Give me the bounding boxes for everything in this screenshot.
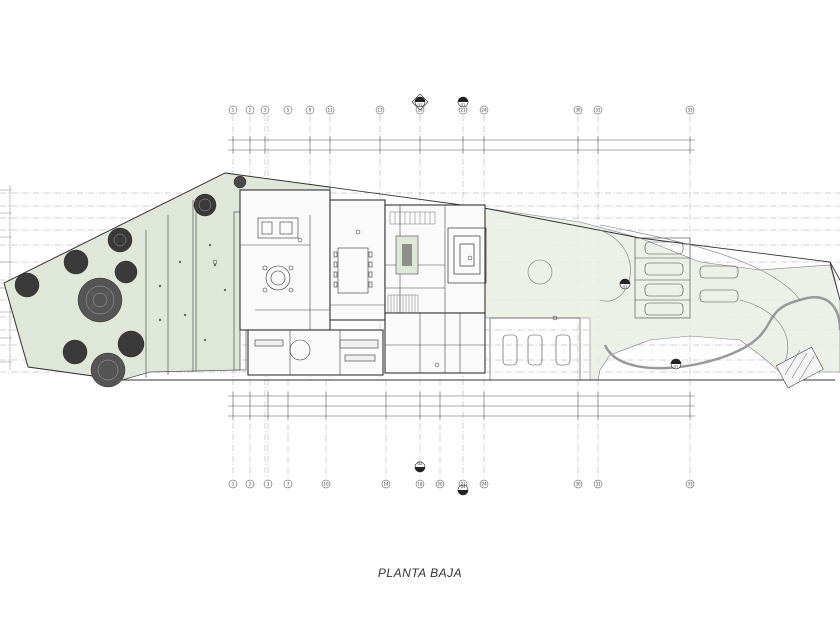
grid-bubbles-top	[228, 105, 695, 115]
svg-text:04: 04	[460, 484, 466, 489]
tree	[114, 260, 138, 284]
grid-num-bottom: 1	[232, 482, 235, 487]
car	[644, 262, 684, 276]
grid-numbers-top: 1 2 3 5 9 11 13 19 21 24 30 31 33	[232, 108, 693, 113]
house-walls	[239, 189, 486, 376]
grid-num-bottom: 2	[249, 482, 252, 487]
car	[644, 241, 684, 255]
dining-table	[333, 247, 373, 294]
tree	[77, 277, 123, 323]
grid-num-top: 3	[264, 108, 267, 113]
top-dimension-chain	[228, 136, 695, 154]
tree	[63, 249, 89, 275]
svg-text:02: 02	[417, 461, 423, 466]
floor-plan-drawing: 1 2 3 5 9 11 13 19 21 24 30 31 33 5 1 2 …	[0, 93, 840, 496]
grid-num-bottom: 24	[481, 482, 487, 487]
garden-plants	[158, 243, 227, 342]
bottom-dimension-chain	[228, 392, 695, 420]
tree	[62, 339, 88, 365]
garage	[489, 317, 581, 381]
entry-ramp	[775, 346, 824, 389]
section-marker-top-1: 02	[411, 93, 429, 111]
level-marks	[212, 229, 558, 368]
svg-text:02: 02	[460, 103, 466, 108]
grid-num-top: 1	[232, 108, 235, 113]
grid-num-top: 21	[460, 108, 466, 113]
grid-num-top: 31	[595, 108, 601, 113]
section-marker-top-2: 02	[457, 96, 469, 108]
section-marker-drive-2: 01	[670, 358, 682, 370]
grid-num-top: 11	[327, 108, 333, 113]
grid-num-top: 5	[287, 108, 290, 113]
section-marker-drive: 03	[619, 278, 631, 290]
car	[699, 265, 739, 279]
tree	[193, 193, 217, 217]
car	[699, 289, 739, 303]
section-marker-bottom-2: 04	[457, 484, 469, 496]
grid-bubbles-bottom	[228, 479, 695, 489]
grid-num-bottom: 21	[460, 482, 466, 487]
courtyard-planter	[402, 244, 412, 266]
section-marker-bottom-1: 02	[414, 461, 426, 473]
grid-num-top: 30	[575, 108, 581, 113]
living-seating	[257, 217, 311, 361]
grid-num-top: 2	[249, 108, 252, 113]
entry-ramp-lines	[784, 349, 815, 382]
grid-num-bottom: 3	[267, 482, 270, 487]
grid-num-bottom: 10	[323, 482, 329, 487]
garden-strip-right	[483, 207, 840, 381]
car	[644, 283, 684, 297]
tree	[107, 227, 133, 253]
left-dimension-ticks	[0, 185, 12, 370]
grid-num-top: 24	[481, 108, 487, 113]
grid-num-bottom: 33	[687, 482, 693, 487]
grid-num-bottom: 14	[383, 482, 389, 487]
tree	[233, 175, 247, 189]
car	[502, 334, 518, 366]
grid-num-top: 9	[309, 108, 312, 113]
svg-text:02: 02	[417, 103, 423, 108]
interior-partitions	[240, 205, 485, 375]
car	[555, 334, 571, 366]
kitchen-counters	[254, 339, 379, 362]
grid-num-bottom: 18	[417, 482, 423, 487]
grid-num-bottom: 20	[437, 482, 443, 487]
grid-num-bottom: 7	[287, 482, 290, 487]
tree	[90, 352, 126, 388]
tree-texture	[85, 198, 212, 381]
grid-num-top: 33	[687, 108, 693, 113]
grid-bubble-top-extra	[283, 105, 293, 115]
grid-num-top: 13	[377, 108, 383, 113]
grid-num-bottom: 31	[595, 482, 601, 487]
stairs	[387, 211, 436, 314]
car	[527, 334, 543, 366]
svg-text:01: 01	[673, 365, 679, 370]
car	[644, 302, 684, 316]
tree	[117, 330, 145, 358]
svg-text:03: 03	[622, 285, 628, 290]
grid-num-bottom: 30	[575, 482, 581, 487]
right-boundary	[829, 261, 840, 301]
family-seating	[447, 227, 487, 284]
grid-numbers-bottom: 1 2 3 7 10 14 18 20 21 24 30 31 33	[232, 482, 693, 487]
tree	[14, 272, 40, 298]
parking	[634, 237, 739, 319]
drawing-title: PLANTA BAJA	[377, 566, 463, 580]
